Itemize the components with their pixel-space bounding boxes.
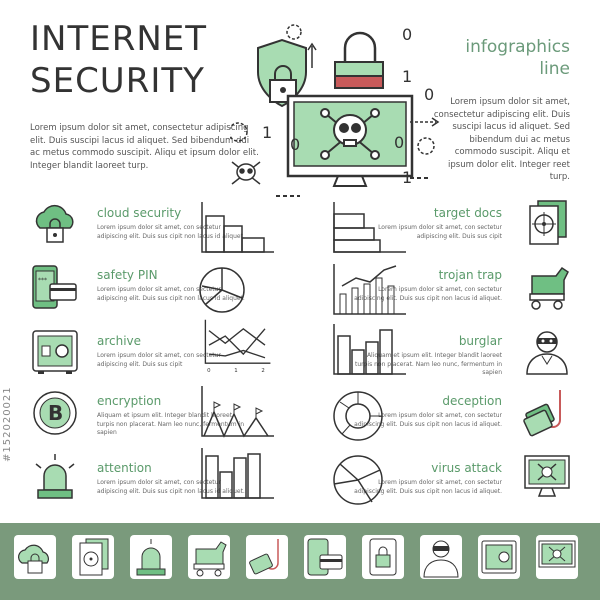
target-docs-icon bbox=[72, 535, 114, 579]
item-desc: Lorem ipsum dolor sit amet, con sectetur… bbox=[354, 286, 502, 302]
item-label: trojan trap bbox=[438, 268, 502, 282]
item-archive: archive Lorem ipsum dolor sit amet, con … bbox=[97, 334, 247, 369]
alarm-icon bbox=[130, 535, 172, 579]
title-line-2: SECURITY bbox=[30, 61, 205, 101]
trojan-horse-icon bbox=[188, 535, 230, 579]
item-desc: Lorem ipsum dolor sit amet, con sectetur… bbox=[97, 352, 221, 368]
safe-icon bbox=[30, 326, 80, 376]
virus-monitor-icon bbox=[536, 535, 578, 579]
axis-tick: 0 bbox=[207, 368, 211, 374]
hero-digit: 1 bbox=[402, 67, 412, 86]
target-docs-icon bbox=[522, 198, 572, 248]
line-chart-icon: 0 1 2 bbox=[198, 318, 276, 374]
pin-card-icon bbox=[304, 535, 346, 579]
pie-chart-2-icon bbox=[330, 452, 408, 508]
cloud-lock-icon bbox=[14, 535, 56, 579]
subtitle: infographics line bbox=[465, 36, 570, 80]
item-virus-attack: virus attack Lorem ipsum dolor sit amet,… bbox=[352, 461, 502, 496]
intro-left-text: Lorem ipsum dolor sit amet, consectetur … bbox=[30, 123, 259, 171]
item-safety-pin: safety PIN Lorem ipsum dolor sit amet, c… bbox=[97, 268, 247, 303]
item-label: encryption bbox=[97, 394, 162, 408]
donut-chart-icon bbox=[330, 388, 408, 444]
page-title: INTERNET SECURITY bbox=[30, 18, 207, 102]
fishhook-card-icon bbox=[246, 535, 288, 579]
item-cloud-security: cloud security Lorem ipsum dolor sit ame… bbox=[97, 206, 247, 241]
peak-chart-icon bbox=[198, 384, 276, 440]
item-label: attention bbox=[97, 461, 152, 475]
item-label: deception bbox=[442, 394, 502, 408]
hero-illustration: 0 1 0 0 1 0 1 bbox=[228, 20, 450, 200]
hero-digit: 1 bbox=[262, 123, 272, 142]
burglar-icon bbox=[420, 535, 462, 579]
bar-step-chart-icon bbox=[330, 200, 408, 256]
item-label: burglar bbox=[458, 334, 502, 348]
small-skull-icon bbox=[231, 161, 261, 185]
item-label: cloud security bbox=[97, 206, 182, 220]
bar-chart-icon bbox=[330, 322, 408, 378]
item-label: virus attack bbox=[431, 461, 502, 475]
burglar-icon bbox=[522, 326, 572, 376]
item-label: target docs bbox=[433, 206, 502, 220]
hero-digit: 0 bbox=[402, 25, 412, 44]
bar-line-chart-icon bbox=[330, 262, 408, 318]
cloud-lock-icon bbox=[30, 198, 80, 248]
watermark-id: #152020021 bbox=[2, 386, 13, 462]
hero-digit: 1 bbox=[402, 168, 412, 187]
hero-digit: 0 bbox=[394, 133, 404, 152]
subtitle-line-2: line bbox=[539, 59, 570, 79]
item-desc: Lorem ipsum dolor sit amet, con sectetur… bbox=[354, 412, 502, 428]
item-desc: Lorem ipsum dolor sit amet, con sectetur… bbox=[354, 479, 502, 495]
phone-lock-icon bbox=[362, 535, 404, 579]
item-desc: Lorem ipsum dolor sit amet, con sectetur… bbox=[97, 479, 245, 495]
trojan-horse-icon bbox=[522, 262, 572, 312]
item-label: safety PIN bbox=[97, 268, 158, 282]
pie-chart-icon bbox=[198, 262, 276, 318]
item-desc: Aliquam et ipsum elit. Integer blandit l… bbox=[354, 352, 502, 376]
item-desc: Lorem ipsum dolor sit amet, con sectetur… bbox=[97, 224, 245, 240]
fishhook-card-icon bbox=[522, 388, 572, 438]
alarm-icon bbox=[30, 452, 80, 502]
hero-digit: 0 bbox=[290, 135, 300, 154]
bar-chart-2-icon bbox=[198, 446, 276, 502]
intro-right-text: Lorem ipsum dolor sit amet, consectetur … bbox=[433, 97, 570, 182]
title-line-1: INTERNET bbox=[30, 19, 208, 59]
subtitle-line-1: infographics bbox=[465, 37, 570, 57]
svg-text:***: *** bbox=[38, 277, 47, 284]
axis-tick: 1 bbox=[234, 368, 237, 374]
item-desc: Aliquam et ipsum elit. Integer blandit l… bbox=[97, 412, 245, 436]
item-attention: attention Lorem ipsum dolor sit amet, co… bbox=[97, 461, 247, 496]
item-burglar: burglar Aliquam et ipsum elit. Integer b… bbox=[352, 334, 502, 378]
item-trojan-trap: trojan trap Lorem ipsum dolor sit amet, … bbox=[352, 268, 502, 303]
virus-monitor-icon bbox=[522, 452, 572, 502]
axis-tick: 2 bbox=[261, 368, 264, 374]
svg-text:B: B bbox=[48, 401, 63, 425]
item-target-docs: target docs Lorem ipsum dolor sit amet, … bbox=[352, 206, 502, 241]
hero-svg: 0 1 0 0 1 0 1 bbox=[228, 24, 440, 197]
footer-icon-strip bbox=[0, 523, 600, 600]
item-deception: deception Lorem ipsum dolor sit amet, co… bbox=[352, 394, 502, 429]
item-desc: Lorem ipsum dolor sit amet, con sectetur… bbox=[378, 224, 502, 240]
skull-icon bbox=[320, 108, 380, 160]
hero-digit: 0 bbox=[424, 85, 434, 104]
bitcoin-icon: B bbox=[30, 388, 80, 438]
safe-icon bbox=[478, 535, 520, 579]
item-encryption: encryption Aliquam et ipsum elit. Intege… bbox=[97, 394, 247, 438]
pin-card-icon: *** bbox=[30, 262, 80, 312]
step-chart-icon bbox=[198, 200, 276, 256]
item-desc: Lorem ipsum dolor sit amet, con sectetur… bbox=[97, 286, 245, 302]
item-label: archive bbox=[97, 334, 142, 348]
